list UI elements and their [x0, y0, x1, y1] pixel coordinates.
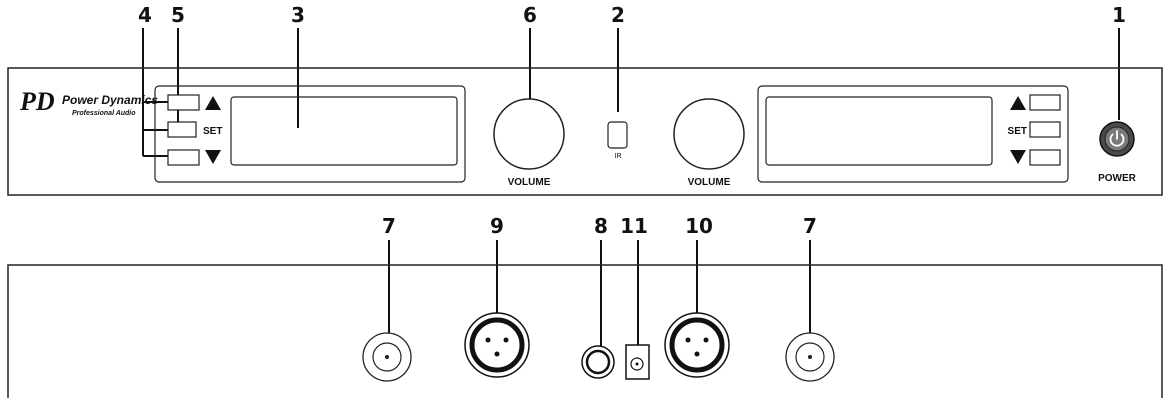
power-icon: [1109, 130, 1125, 147]
right-lcd-display: [765, 96, 993, 166]
antenna-connector-left: [362, 332, 412, 382]
brand-name: Power Dynamics: [62, 93, 158, 107]
right-volume-label: VOLUME: [688, 177, 731, 188]
antenna-connector-right: [785, 332, 835, 382]
callout-9: 9: [490, 214, 504, 238]
brand-logo-mark: PD: [19, 87, 55, 116]
right-set-label: SET: [1008, 126, 1027, 137]
triangle-down-icon: [205, 150, 221, 164]
left-display-module: [154, 85, 466, 183]
right-display-module: [757, 85, 1069, 183]
left-lcd-display: [230, 96, 458, 166]
right-volume-knob[interactable]: [673, 98, 745, 170]
xlr-output-10: [664, 312, 730, 378]
ir-label: IR: [615, 153, 622, 160]
callout-10: 10: [685, 214, 713, 238]
callout-7-left: 7: [382, 214, 396, 238]
callout-7-right: 7: [803, 214, 817, 238]
jack-connector-8: [581, 345, 615, 379]
callout-6: 6: [523, 3, 537, 27]
rear-panel: [7, 264, 1163, 398]
callout-2: 2: [611, 3, 625, 27]
right-down-button[interactable]: [1029, 149, 1061, 166]
ir-window: [607, 121, 628, 149]
power-label: POWER: [1098, 173, 1137, 184]
dc-power-input-11: [625, 344, 650, 380]
xlr-output-9: [464, 312, 530, 378]
left-volume-label: VOLUME: [508, 177, 551, 188]
callout-11: 11: [620, 214, 648, 238]
callout-5: 5: [171, 3, 185, 27]
right-set-button[interactable]: [1029, 121, 1061, 138]
brand-tagline: Professional Audio: [72, 110, 136, 117]
triangle-down-icon: [1010, 150, 1026, 164]
brand-logo: PD Power Dynamics Professional Audio: [19, 87, 158, 117]
callout-4: 4: [138, 3, 152, 27]
left-set-label: SET: [203, 126, 222, 137]
callout-3: 3: [291, 3, 305, 27]
rear-leader-lines: [388, 240, 811, 348]
front-panel: [7, 67, 1163, 196]
left-up-button[interactable]: [167, 94, 200, 111]
left-down-button[interactable]: [167, 149, 200, 166]
callout-8: 8: [594, 214, 608, 238]
left-set-button[interactable]: [167, 121, 197, 138]
right-up-button[interactable]: [1029, 94, 1061, 111]
triangle-up-icon: [205, 96, 221, 110]
triangle-up-icon: [1010, 96, 1026, 110]
power-button[interactable]: [1099, 121, 1135, 157]
callout-1: 1: [1112, 3, 1126, 27]
left-volume-knob[interactable]: [493, 98, 565, 170]
front-leader-lines: [142, 28, 1120, 157]
